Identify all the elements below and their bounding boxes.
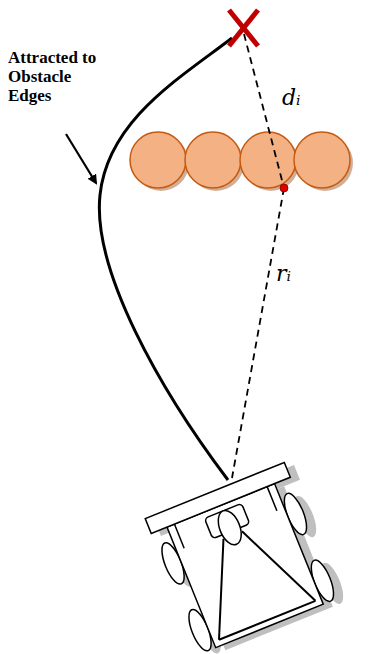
callout-text: Attracted to Obstacle Edges — [8, 48, 108, 105]
range-symbol: rᵢ — [276, 262, 291, 286]
hit-point — [280, 184, 288, 192]
distance-symbol: dᵢ — [282, 86, 301, 110]
robot-symbol — [145, 459, 348, 654]
range-line — [232, 188, 284, 478]
leader-arrow — [66, 134, 96, 183]
goal-marker — [229, 10, 258, 46]
robot-path — [99, 38, 232, 480]
obstacle-row — [130, 132, 353, 191]
distance-line — [244, 34, 284, 188]
